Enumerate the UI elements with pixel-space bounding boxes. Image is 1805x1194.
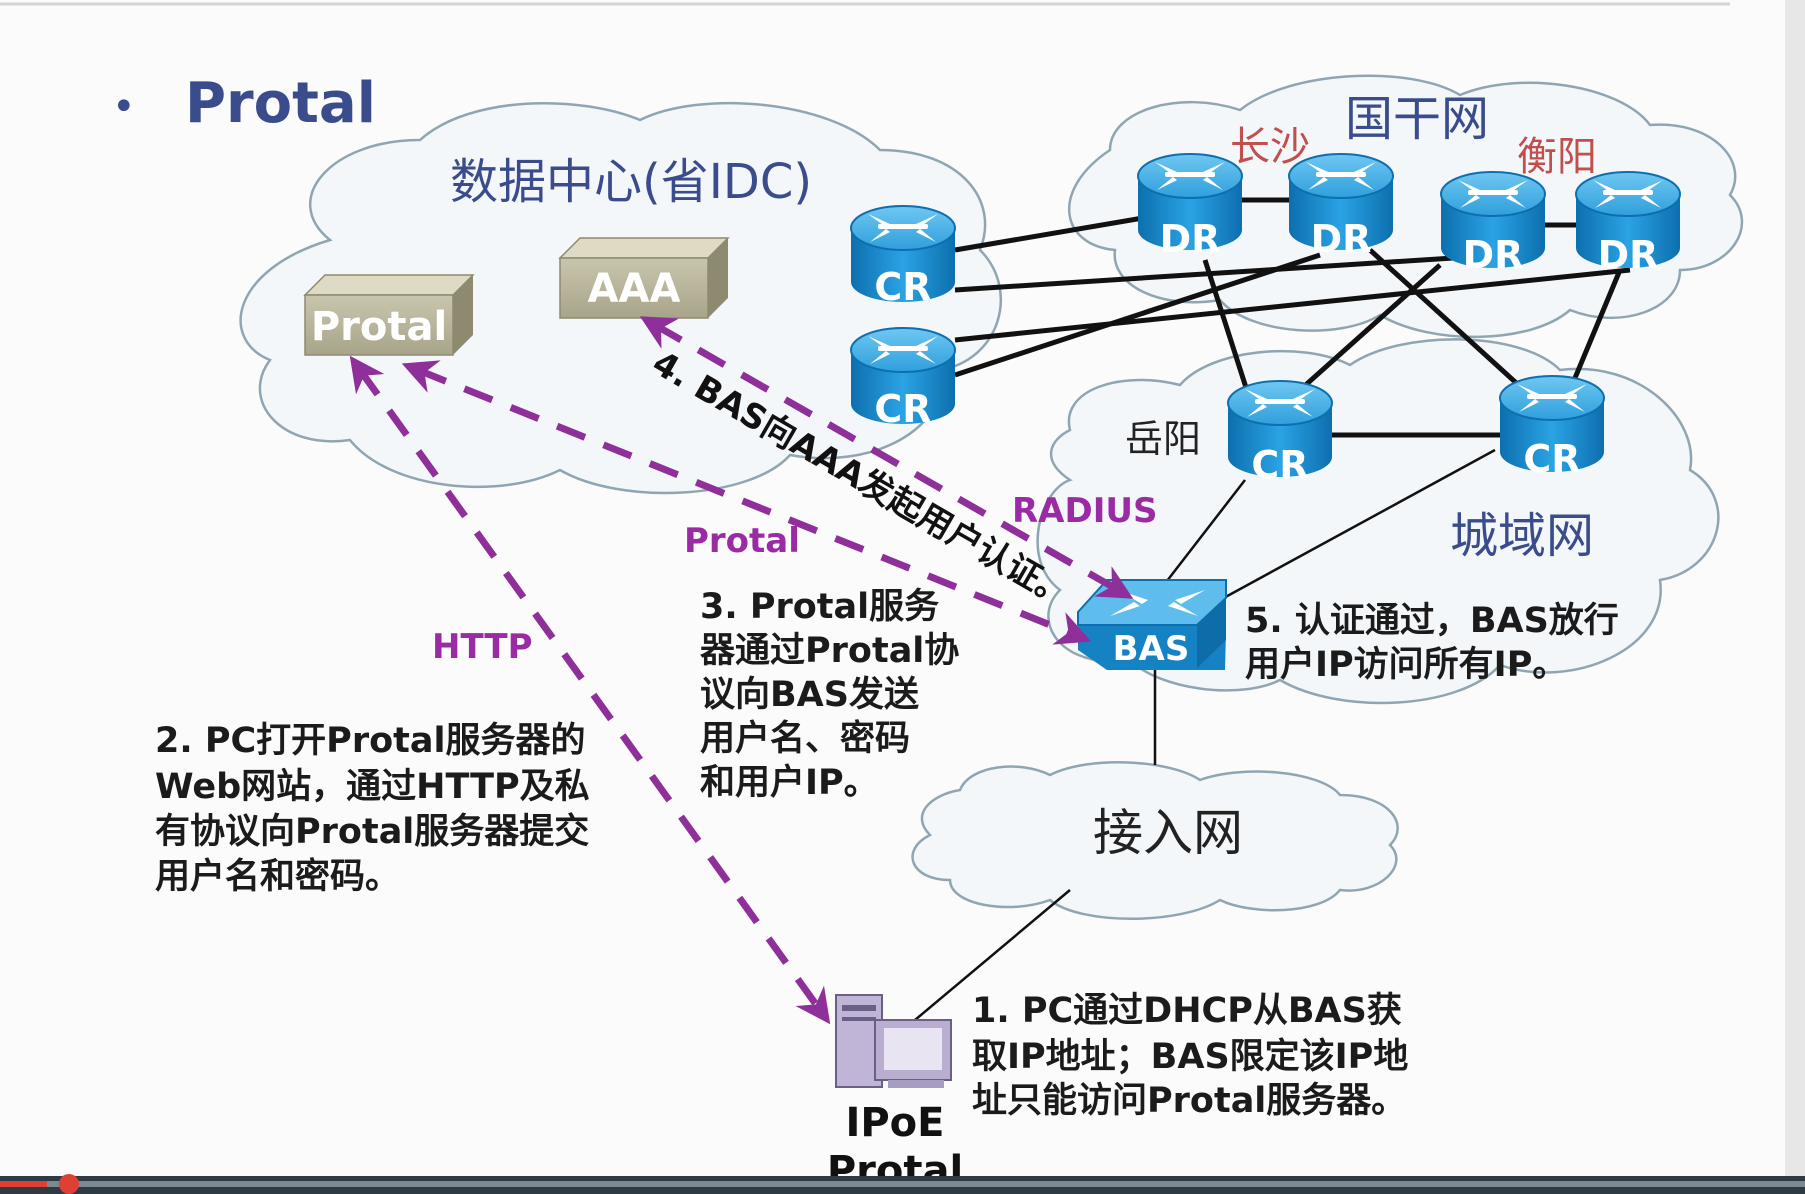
step2-line3: 有协议向Protal服务器提交: [155, 811, 589, 852]
network-links: [914, 197, 1631, 1021]
progress-fill: [0, 1181, 47, 1187]
router-cr-2: CR: [850, 327, 956, 431]
step1-note: 1. PC通过DHCP从BAS获 取IP地址；BAS限定该IP地 址只能访问Pr…: [972, 991, 1408, 1121]
flow-http-arrow: [349, 355, 831, 1025]
step1-line2: 取IP地址；BAS限定该IP地: [972, 1037, 1408, 1077]
step5-note: 5. 认证通过，BAS放行 用户IP访问所有IP。: [1245, 601, 1619, 685]
city-changsha: 长沙: [1230, 124, 1310, 170]
bas-device: BAS: [1077, 579, 1227, 670]
progress-knob[interactable]: [58, 1174, 79, 1194]
flow-arrows: [349, 316, 1134, 1025]
step3-line5: 和用户IP。: [700, 763, 879, 803]
slide-title: Protal: [185, 71, 376, 136]
step3-line3: 议向BAS发送: [700, 675, 919, 715]
city-hengyang: 衡阳: [1517, 134, 1597, 180]
step2-line2: Web网站，通过HTTP及私: [155, 767, 590, 807]
aaa-server-box: AAA: [558, 237, 730, 319]
router-cr-4-label: CR: [1523, 437, 1580, 481]
step2-line1: 2. PC打开Protal服务器的: [155, 721, 585, 761]
pc-icon: IPoE Protal: [827, 994, 963, 1194]
step3-line2: 器通过Protal协: [700, 631, 959, 671]
protal-server-box: Protal: [303, 274, 475, 356]
aaa-server-label: AAA: [588, 266, 681, 312]
router-dr-4: DR: [1575, 171, 1681, 277]
cloud-access: [911, 761, 1399, 920]
cloud-access-title: 接入网: [1093, 804, 1243, 862]
step3-note: 3. Protal服务 器通过Protal协 议向BAS发送 用户名、密码 和用…: [700, 587, 959, 803]
router-cr-4: CR: [1499, 375, 1605, 481]
step2-line4: 用户名和密码。: [155, 856, 400, 897]
step1-line1: 1. PC通过DHCP从BAS获: [972, 991, 1402, 1031]
step5-line2: 用户IP访问所有IP。: [1245, 645, 1567, 685]
video-progress-bar[interactable]: [0, 1174, 1805, 1194]
step3-line1: 3. Protal服务: [700, 587, 939, 627]
step3-line4: 用户名、密码: [700, 718, 910, 759]
router-cr-1-label: CR: [874, 265, 931, 309]
router-dr-1: DR: [1137, 153, 1243, 261]
side-strip: [1785, 0, 1805, 1194]
step2-note: 2. PC打开Protal服务器的 Web网站，通过HTTP及私 有协议向Pro…: [155, 721, 590, 897]
flow-radius-arrow: [639, 316, 1134, 599]
router-cr-3: CR: [1227, 380, 1333, 487]
router-dr-3-label: DR: [1463, 233, 1524, 277]
flow-label-radius: RADIUS: [1012, 491, 1157, 531]
step1-line3: 址只能访问Protal服务器。: [972, 1081, 1406, 1121]
router-dr-4-label: DR: [1598, 233, 1659, 277]
router-cr-3-label: CR: [1251, 443, 1308, 487]
city-yueyang: 岳阳: [1125, 417, 1201, 461]
title-bullet: •: [112, 84, 136, 130]
protal-server-label: Protal: [311, 304, 447, 350]
router-cr-2-label: CR: [874, 387, 931, 431]
router-dr-1-label: DR: [1160, 217, 1221, 261]
router-dr-2-label: DR: [1311, 217, 1372, 261]
router-dr-2: DR: [1288, 153, 1394, 261]
router-cr-1: CR: [850, 205, 956, 309]
cloud-backbone-title: 国干网: [1345, 91, 1489, 147]
bas-label: BAS: [1113, 629, 1190, 669]
pc-label-ipoe: IPoE: [845, 1100, 944, 1146]
flow-label-http: HTTP: [432, 627, 533, 667]
step5-line1: 5. 认证通过，BAS放行: [1245, 601, 1619, 641]
router-dr-3: DR: [1440, 171, 1546, 277]
cloud-idc-title: 数据中心(省IDC): [450, 154, 812, 210]
cloud-metro-title: 城域网: [1450, 508, 1594, 564]
flow-label-protal: Protal: [684, 521, 800, 561]
